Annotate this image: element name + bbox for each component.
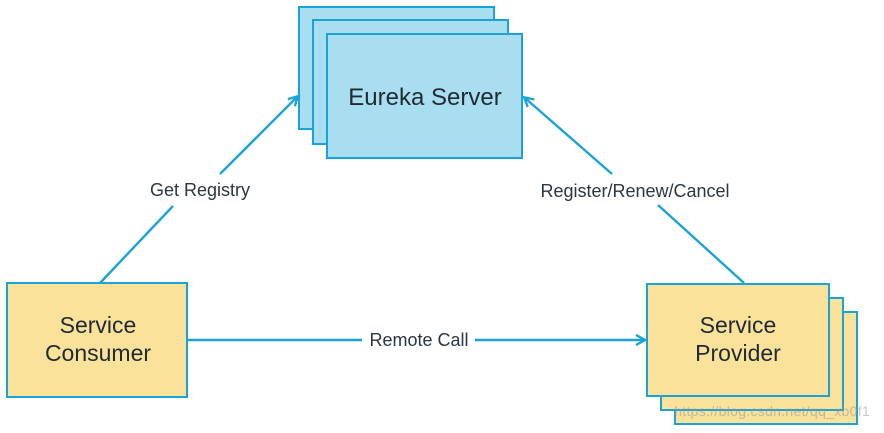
watermark-text: https://blog.csdn.net/qq_xb0f1	[674, 403, 870, 419]
get-registry-arrow-lower	[99, 205, 174, 284]
eureka-server-front-box	[326, 33, 523, 159]
service-consumer-box	[6, 282, 188, 398]
service-provider-front-box	[646, 283, 830, 397]
get-registry-label: Get Registry	[150, 180, 250, 200]
service-consumer-node: Service Consumer	[6, 282, 188, 398]
register-arrow-lower	[657, 204, 745, 284]
remote-call-label: Remote Call	[369, 330, 468, 350]
eureka-server-label: Eureka Server	[348, 84, 501, 111]
service-provider-node: Service Provider	[646, 283, 858, 425]
register-arrow-upper	[525, 98, 613, 175]
remote-call-edge: Remote Call	[188, 330, 644, 350]
get-registry-edge: Get Registry	[99, 97, 297, 284]
eureka-server-node: Eureka Server	[298, 6, 523, 159]
get-registry-arrow-upper	[219, 97, 297, 175]
service-provider-label-line1: Service	[700, 312, 777, 338]
register-renew-cancel-label: Register/Renew/Cancel	[540, 181, 729, 201]
service-provider-label-line2: Provider	[695, 340, 781, 366]
service-consumer-label-line1: Service	[60, 312, 137, 338]
service-consumer-label-line2: Consumer	[45, 340, 151, 366]
register-renew-cancel-edge: Register/Renew/Cancel	[525, 98, 745, 284]
